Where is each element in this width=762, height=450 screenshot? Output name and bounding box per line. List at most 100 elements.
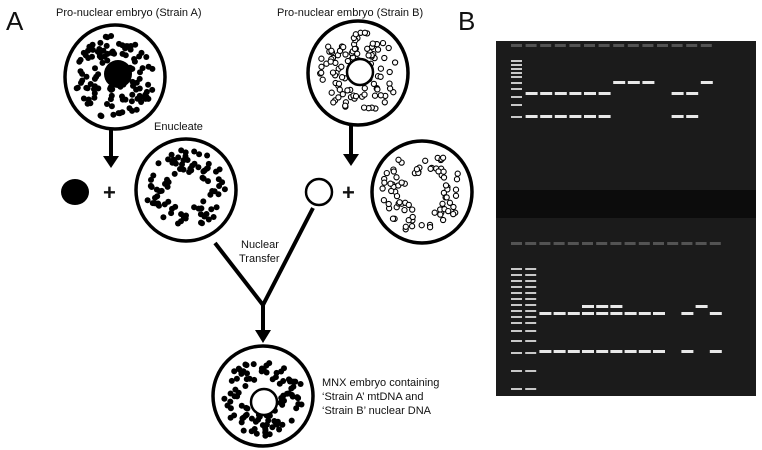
gel-band-lower: [584, 115, 596, 118]
gel-band-upper: [610, 305, 623, 308]
mitochondrion-dot-filled: [133, 106, 140, 113]
mitochondrion-dot-open: [453, 176, 461, 183]
mitochondrion-dot-filled: [107, 96, 114, 103]
mitochondrion-dot-filled: [149, 200, 156, 207]
mitochondrion-dot-filled: [242, 383, 249, 389]
gel-band-upper: [627, 81, 640, 84]
gel-well: [584, 44, 595, 47]
ladder-band: [525, 340, 537, 342]
mitochondrion-dot-filled: [99, 59, 106, 66]
mitochondrion-dot-open: [401, 206, 408, 214]
gel-band-upper: [596, 305, 609, 308]
pronucleus-b: [345, 57, 375, 87]
mitochondrion-dot-filled: [187, 165, 194, 172]
mitochondrion-dot-open: [393, 174, 400, 181]
mitochondrion-dot-filled: [209, 188, 216, 194]
mitochondrion-dot-filled: [178, 147, 185, 154]
mitochondrion-dot-open: [437, 211, 444, 218]
mnx-embryo: [211, 344, 315, 448]
mitochondrion-dot-filled: [91, 75, 98, 82]
mitochondrion-dot-open: [405, 201, 412, 209]
mitochondrion-dot-filled: [84, 100, 91, 107]
mitochondrion-dot-open: [327, 58, 334, 65]
mitochondrion-dot-filled: [238, 402, 245, 409]
mitochondrion-dot-filled: [191, 204, 198, 211]
mitochondrion-dot-open: [377, 73, 384, 80]
ladder-band: [525, 268, 537, 270]
pronucleus-mnx: [249, 387, 279, 417]
mitochondrion-dot-filled: [168, 151, 175, 158]
ladder-band: [511, 82, 522, 84]
mitochondrion-dot-filled: [102, 33, 109, 40]
mitochondrion-dot-open: [344, 87, 351, 94]
mitochondrion-dot-filled: [96, 46, 103, 52]
mitochondrion-dot-open: [352, 31, 359, 38]
gel-well: [686, 44, 698, 47]
mitochondrion-dot-open: [318, 55, 325, 62]
mitochondrion-dot-filled: [177, 166, 183, 172]
gel-band-middle: [582, 312, 594, 315]
gel-band-lower: [525, 115, 538, 118]
ladder-band: [511, 292, 522, 294]
ladder-band: [511, 76, 522, 78]
ladder-band: [511, 310, 522, 312]
mitochondrion-dot-filled: [240, 427, 247, 434]
mitochondrion-dot-filled: [238, 370, 245, 377]
mitochondrion-dot-filled: [269, 424, 276, 431]
result-line-2: ‘Strain A’ mtDNA and: [322, 391, 424, 403]
ladder-band: [511, 88, 522, 90]
gel-band-lower: [653, 350, 665, 353]
gel-well: [553, 242, 565, 245]
mitochondrion-dot-open: [450, 210, 457, 218]
gel-well: [671, 44, 683, 47]
ladder-band: [525, 292, 537, 294]
mitochondrion-dot-open: [336, 86, 343, 93]
result-line-1: MNX embryo containing: [322, 377, 439, 389]
mitochondrion-dot-filled: [149, 86, 156, 93]
mitochondrion-dot-filled: [154, 193, 161, 200]
mitochondrion-dot-filled: [219, 179, 226, 186]
mitochondrion-dot-filled: [251, 376, 258, 383]
mitochondrion-dot-open: [379, 185, 386, 192]
mitochondrion-dot-open: [360, 104, 368, 111]
ladder-band: [511, 60, 522, 62]
mitochondrion-dot-open: [398, 179, 405, 186]
gel-well: [582, 242, 593, 245]
mitochondrion-dot-open: [380, 197, 388, 204]
gel-band-middle: [686, 92, 699, 95]
mitochondrion-dot-open: [409, 213, 416, 221]
mitochondrion-dot-open: [338, 74, 346, 81]
nuclear-transfer-label-2: Transfer: [239, 253, 280, 265]
embryo-a: [63, 23, 167, 131]
mitochondrion-dot-filled: [243, 376, 250, 383]
cytoplast-a: [134, 137, 238, 243]
ladder-band: [525, 298, 537, 300]
mitochondrion-dot-filled: [182, 215, 189, 222]
mitochondrion-dot-filled: [131, 58, 138, 65]
mitochondrion-dot-open: [440, 168, 447, 175]
ladder-band: [511, 388, 522, 390]
gel-band-lower: [553, 350, 566, 353]
ladder-band: [525, 330, 537, 332]
mitochondrion-dot-filled: [198, 205, 205, 212]
mitochondrion-dot-filled: [89, 46, 96, 53]
mitochondrion-dot-filled: [77, 56, 84, 63]
mitochondrion-dot-filled: [143, 54, 150, 60]
mitochondrion-dot-open: [381, 179, 388, 186]
gel-well: [627, 44, 639, 47]
gel-band-lower: [539, 350, 552, 353]
gel-band-middle: [681, 312, 694, 315]
mitochondrion-dot-filled: [171, 170, 178, 177]
mitochondrion-dot-open: [395, 156, 402, 163]
mitochondrion-dot-filled: [155, 160, 162, 167]
ladder-band: [525, 370, 537, 372]
gel-well: [567, 242, 579, 245]
mitochondrion-dot-filled: [265, 417, 272, 424]
gel-band-middle: [598, 92, 611, 95]
mitochondrion-dot-filled: [248, 415, 255, 422]
mitochondrion-dot-filled: [253, 430, 260, 437]
mitochondrion-dot-filled: [197, 211, 204, 218]
gel-well: [681, 242, 693, 245]
mitochondrion-dot-filled: [128, 98, 135, 105]
gel-band-middle: [624, 312, 637, 315]
